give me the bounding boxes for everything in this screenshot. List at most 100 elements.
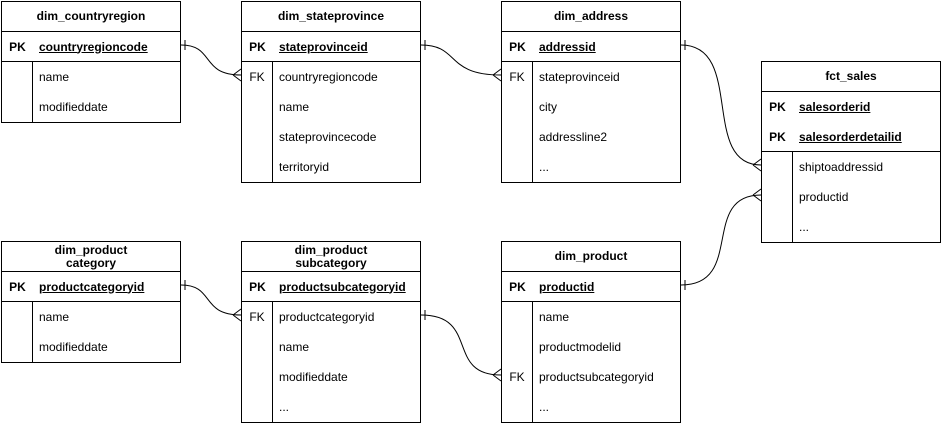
key-marker bbox=[502, 392, 533, 422]
attribute-row: modifieddate bbox=[2, 332, 180, 362]
entity-title-text: dim_product bbox=[554, 249, 628, 263]
key-marker: PK bbox=[249, 279, 266, 294]
column-name: addressid bbox=[539, 39, 596, 54]
key-marker bbox=[242, 392, 273, 422]
relation-address-sales bbox=[680, 44, 762, 166]
many-marker bbox=[492, 68, 502, 82]
column-name: modifieddate bbox=[279, 370, 348, 384]
entity-title-text: dim_product subcategory bbox=[294, 242, 368, 270]
key-marker bbox=[2, 62, 33, 92]
column-name: countryregioncode bbox=[279, 70, 378, 84]
attribute-row: FK productsubcategoryid bbox=[502, 362, 680, 392]
attribute-row: name bbox=[502, 302, 680, 332]
key-marker: PK bbox=[509, 279, 526, 294]
key-marker bbox=[2, 302, 33, 332]
primary-key-row: PK productsubcategoryid bbox=[242, 272, 420, 302]
relation-subcategory-product bbox=[420, 314, 502, 376]
attribute-row: shiptoaddressid bbox=[762, 152, 940, 182]
column-name: stateprovinceid bbox=[539, 70, 620, 84]
key-marker: PK bbox=[769, 100, 786, 114]
column-name: stateprovinceid bbox=[279, 39, 368, 54]
attribute-list: name modifieddate bbox=[2, 302, 180, 362]
key-marker bbox=[502, 92, 533, 122]
key-marker bbox=[502, 122, 533, 152]
attribute-row: city bbox=[502, 92, 680, 122]
entity-title-text: dim_stateprovince bbox=[277, 9, 385, 23]
many-marker bbox=[752, 188, 762, 202]
column-name: ... bbox=[279, 400, 290, 414]
column-name: productsubcategoryid bbox=[539, 370, 654, 384]
key-marker: PK bbox=[9, 39, 26, 54]
primary-key-row: PK countryregioncode bbox=[2, 32, 180, 62]
key-marker bbox=[242, 152, 273, 182]
column-name: productcategoryid bbox=[279, 310, 375, 324]
key-marker bbox=[2, 92, 33, 122]
attribute-row: modifieddate bbox=[242, 362, 420, 392]
key-marker bbox=[242, 332, 273, 362]
attribute-row: ... bbox=[242, 392, 420, 422]
attribute-row: stateprovincecode bbox=[242, 122, 420, 152]
attribute-row: name bbox=[242, 332, 420, 362]
attribute-row: FK countryregioncode bbox=[242, 62, 420, 92]
key-marker: FK bbox=[242, 62, 273, 92]
entity-title: dim_countryregion bbox=[2, 2, 180, 32]
column-name: productid bbox=[799, 190, 849, 204]
relation-countryregion-stateprovince bbox=[180, 44, 242, 76]
column-name: productid bbox=[539, 279, 595, 294]
entity-title-text: fct_sales bbox=[825, 69, 877, 83]
column-name: salesorderdetailid bbox=[799, 129, 902, 144]
key-marker: FK bbox=[502, 362, 533, 392]
attribute-row: territoryid bbox=[242, 152, 420, 182]
entity-title: dim_stateprovince bbox=[242, 2, 420, 32]
many-marker bbox=[752, 158, 762, 172]
entity-title: dim_product subcategory bbox=[242, 242, 420, 272]
relation-product-sales bbox=[680, 194, 762, 286]
primary-key-row: PK productid bbox=[502, 272, 680, 302]
key-marker: PK bbox=[769, 129, 786, 144]
key-marker bbox=[762, 182, 793, 212]
column-name: countryregioncode bbox=[39, 39, 148, 54]
entity-title-text: dim_product category bbox=[54, 242, 128, 270]
key-marker bbox=[502, 302, 533, 332]
key-marker bbox=[502, 152, 533, 182]
attribute-row: productmodelid bbox=[502, 332, 680, 362]
relation-category-subcategory bbox=[180, 284, 242, 316]
column-name: modifieddate bbox=[39, 340, 108, 354]
column-name: productcategoryid bbox=[39, 279, 145, 294]
entity-title: fct_sales bbox=[762, 62, 940, 92]
many-marker bbox=[232, 308, 242, 322]
column-name: stateprovincecode bbox=[279, 130, 377, 144]
column-name: productsubcategoryid bbox=[279, 279, 406, 294]
key-marker bbox=[242, 122, 273, 152]
attribute-row: ... bbox=[502, 152, 680, 182]
attribute-row: name bbox=[2, 62, 180, 92]
column-name: modifieddate bbox=[39, 100, 108, 114]
many-marker bbox=[492, 368, 502, 382]
key-marker bbox=[762, 152, 793, 182]
key-marker bbox=[502, 332, 533, 362]
column-name: territoryid bbox=[279, 160, 330, 174]
attribute-row: name bbox=[2, 302, 180, 332]
column-name: ... bbox=[799, 220, 810, 234]
entity-title-text: dim_countryregion bbox=[36, 9, 146, 23]
attribute-list: name modifieddate bbox=[2, 62, 180, 122]
attribute-list: shiptoaddressid productid... bbox=[762, 152, 940, 242]
